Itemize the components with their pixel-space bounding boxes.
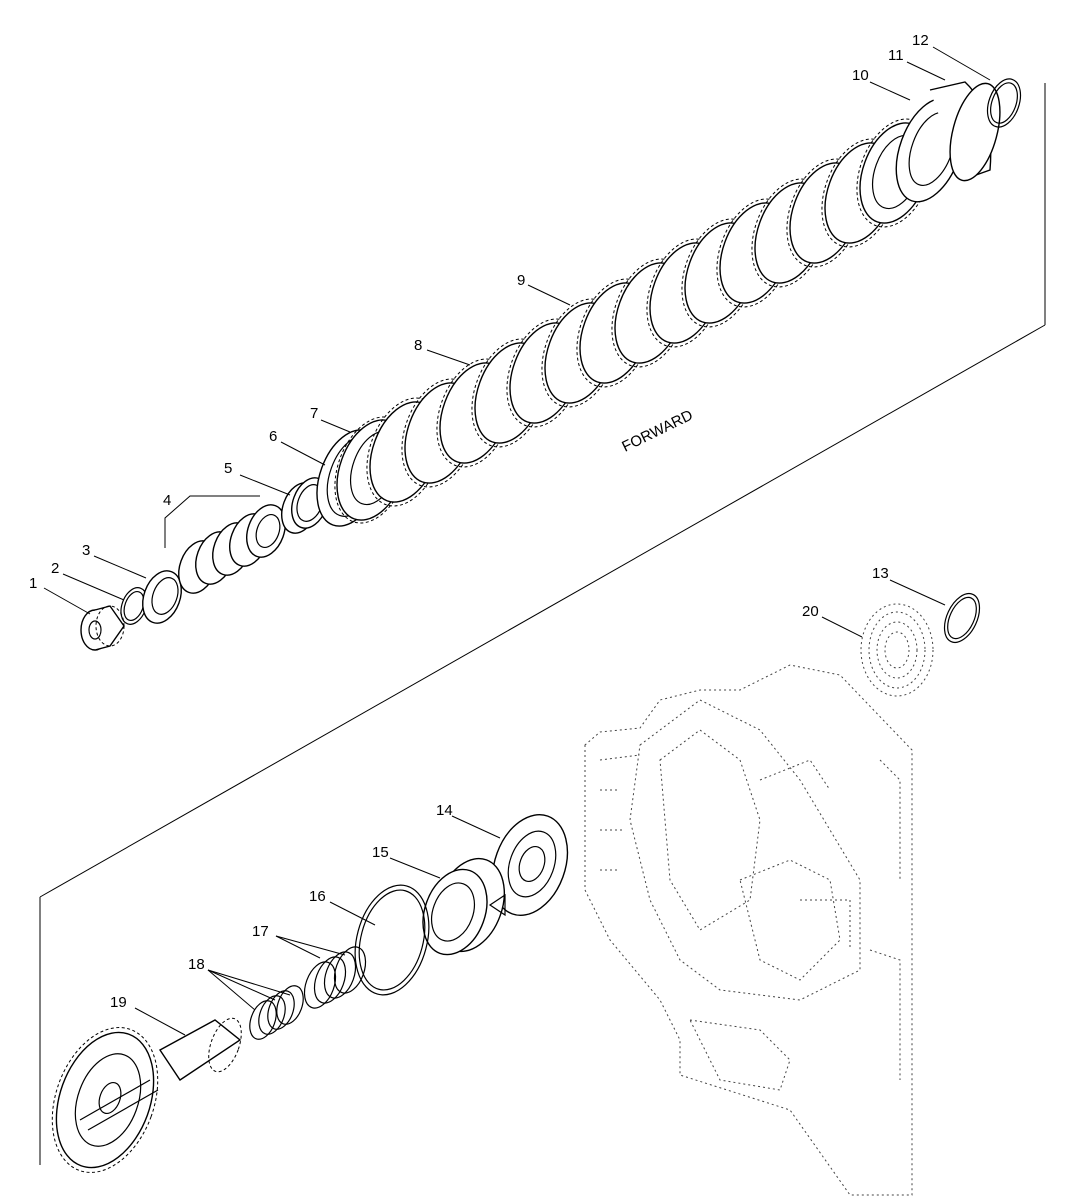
callout-18: 18 [188,956,205,973]
callout-5: 5 [224,460,232,477]
part-16-snap-ring [354,884,430,996]
clutch-plate-stack [366,118,934,507]
callout-6: 6 [269,428,277,445]
transmission-housing [584,664,913,1196]
callout-labels: 1 2 3 4 5 6 7 8 9 10 11 12 13 14 15 16 1… [29,32,929,1011]
callout-9: 9 [517,272,525,289]
callout-8: 8 [414,337,422,354]
part-3-washer [142,570,182,624]
part-4-spring-pack [164,495,286,594]
leader-lines [43,46,991,1036]
part-17-springs [303,946,367,1009]
part-19-shaft-gear [51,1017,242,1173]
upper-panel-outline [39,83,1046,898]
callout-1: 1 [29,575,37,592]
callout-20: 20 [802,603,819,620]
callout-15: 15 [372,844,389,861]
part-1-small-gear [80,605,125,651]
callout-14: 14 [436,802,453,819]
callout-4: 4 [163,492,171,509]
callout-3: 3 [82,542,90,559]
callout-7: 7 [310,405,318,422]
callout-10: 10 [852,67,869,84]
part-14-hub [491,813,569,917]
callout-11: 11 [888,47,904,64]
part-12-seal-ring [986,78,1022,128]
part-13-snap-ring [943,592,981,644]
part-18-springs [249,985,304,1040]
callout-17: 17 [252,923,269,940]
callout-13: 13 [872,565,889,582]
callout-16: 16 [309,888,326,905]
part-20-screen [860,603,934,697]
callout-2: 2 [51,560,59,577]
forward-label: FORWARD [619,407,696,456]
callout-19: 19 [110,994,127,1011]
callout-12: 12 [912,32,929,49]
part-15-piston [422,857,506,956]
